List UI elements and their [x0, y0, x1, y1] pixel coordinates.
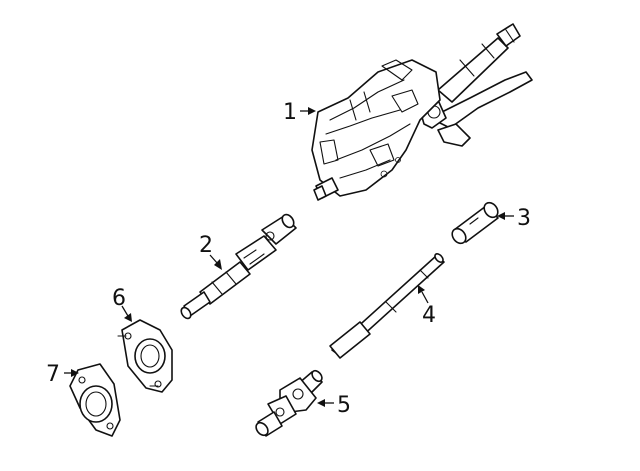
part-7-mounting-plate — [69, 363, 121, 437]
callout-6: 6 — [112, 286, 126, 311]
callout-4: 4 — [422, 303, 436, 328]
callout-7: 7 — [46, 362, 60, 387]
arrow-1 — [308, 107, 316, 115]
callout-3: 3 — [517, 206, 531, 231]
leader-6 — [121, 305, 129, 317]
part-5-universal-joint — [255, 369, 323, 437]
callout-leaders — [64, 107, 514, 407]
part-1-steering-column — [311, 23, 533, 201]
part-4-long-shaft — [329, 252, 445, 359]
arrow-4 — [418, 285, 425, 294]
arrow-6 — [124, 313, 132, 322]
part-2-intermediate-shaft — [180, 213, 297, 320]
callout-5: 5 — [337, 393, 351, 418]
part-6-bearing-plate — [117, 319, 173, 393]
callout-2: 2 — [199, 233, 213, 258]
arrow-2 — [214, 259, 222, 270]
part-3-shaft-sleeve — [451, 201, 499, 245]
arrow-3 — [497, 212, 505, 220]
arrow-7 — [71, 369, 79, 377]
leader-4 — [421, 291, 429, 304]
arrow-5 — [317, 399, 325, 407]
callout-labels: 1 2 3 4 5 6 7 — [46, 100, 531, 418]
callout-1: 1 — [283, 100, 297, 125]
